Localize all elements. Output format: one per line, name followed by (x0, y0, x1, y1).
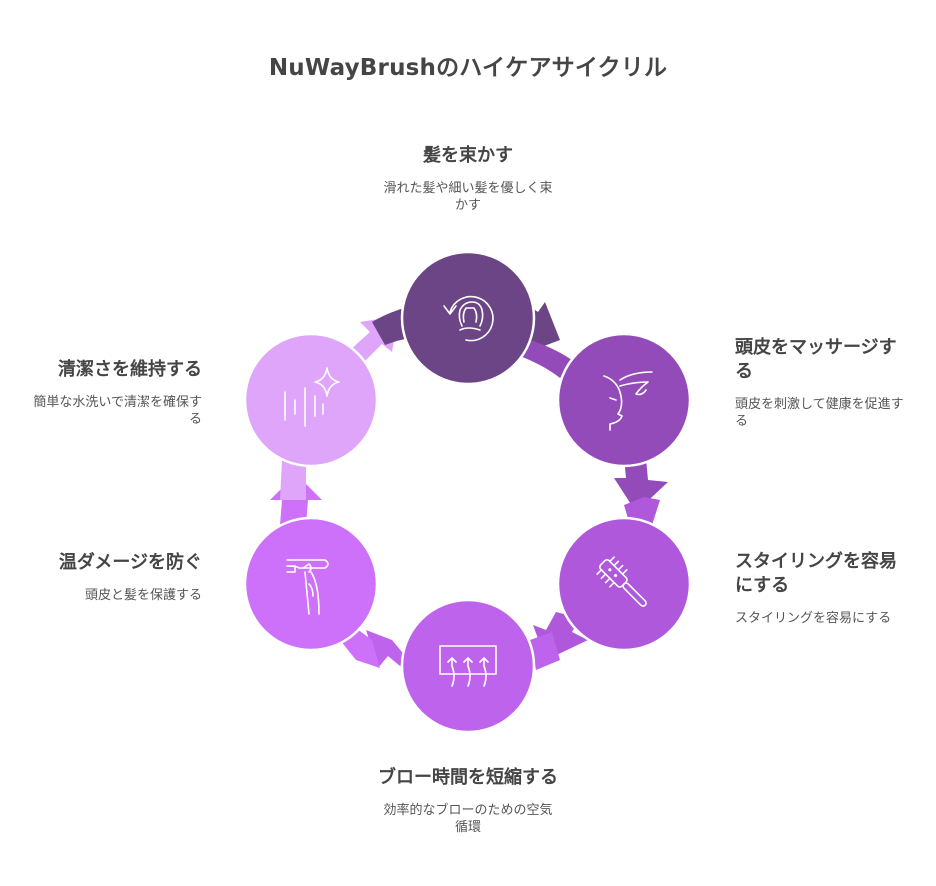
diagram-title: NuWayBrushのハイケアサイクリル (268, 55, 668, 81)
arrow-shaft-step6-in (280, 458, 306, 500)
step-node-2 (556, 332, 692, 468)
step-heading: 頭皮をマッサージする (735, 337, 897, 382)
step-node-6 (243, 332, 379, 468)
airflow-icon (439, 645, 497, 687)
step-heading: 髪を束かす (423, 145, 513, 166)
brush-icon (596, 556, 647, 607)
step-description: 頭皮と髪を保護する (84, 588, 202, 603)
step-description: 頭皮を刺激して健康を促進する (735, 397, 904, 429)
hair-dryer-icon (286, 559, 329, 615)
arrow-step2-to-step3 (614, 458, 668, 512)
step-node-1 (400, 250, 536, 386)
arrow-shaft-step2-in (520, 340, 575, 378)
clean-sparkle-icon (284, 367, 340, 427)
step-heading: 温ダメージを防ぐ (58, 552, 202, 573)
step-label-3: スタイリングを容易にする スタイリングを容易にする (735, 550, 905, 627)
step-heading: ブロー時間を短縮する (378, 767, 558, 788)
step-description: 滑れた髪や細い髪を優しく束かす (383, 181, 553, 213)
step-label-2: 頭皮をマッサージする 頭皮を刺激して健康を促進する (735, 336, 905, 430)
step-node-5 (243, 516, 379, 652)
scalp-massage-icon (603, 371, 653, 431)
step-description: スタイリングを容易にする (735, 611, 892, 626)
arrow-shaft-step4-in (530, 632, 560, 670)
step-label-6: 清潔さを維持する 簡単な水洗いで清潔を確保する (30, 358, 202, 428)
step-heading: スタイリングを容易にする (735, 551, 897, 596)
step-label-1: 髪を束かす 滑れた髪や細い髪を優しく束かす (378, 144, 558, 214)
hair-care-cycle-icon (443, 295, 494, 342)
arrow-shaft-step1-in (372, 308, 410, 345)
step-label-5: 温ダメージを防ぐ 頭皮と髪を保護する (30, 551, 202, 604)
step-description: 効率的なブローのための空気循環 (383, 803, 553, 835)
step-heading: 清潔さを維持する (58, 359, 202, 380)
step-description: 簡単な水洗いで清潔を確保する (33, 395, 202, 427)
step-label-4: ブロー時間を短縮する 効率的なブローのための空気循環 (378, 766, 558, 836)
